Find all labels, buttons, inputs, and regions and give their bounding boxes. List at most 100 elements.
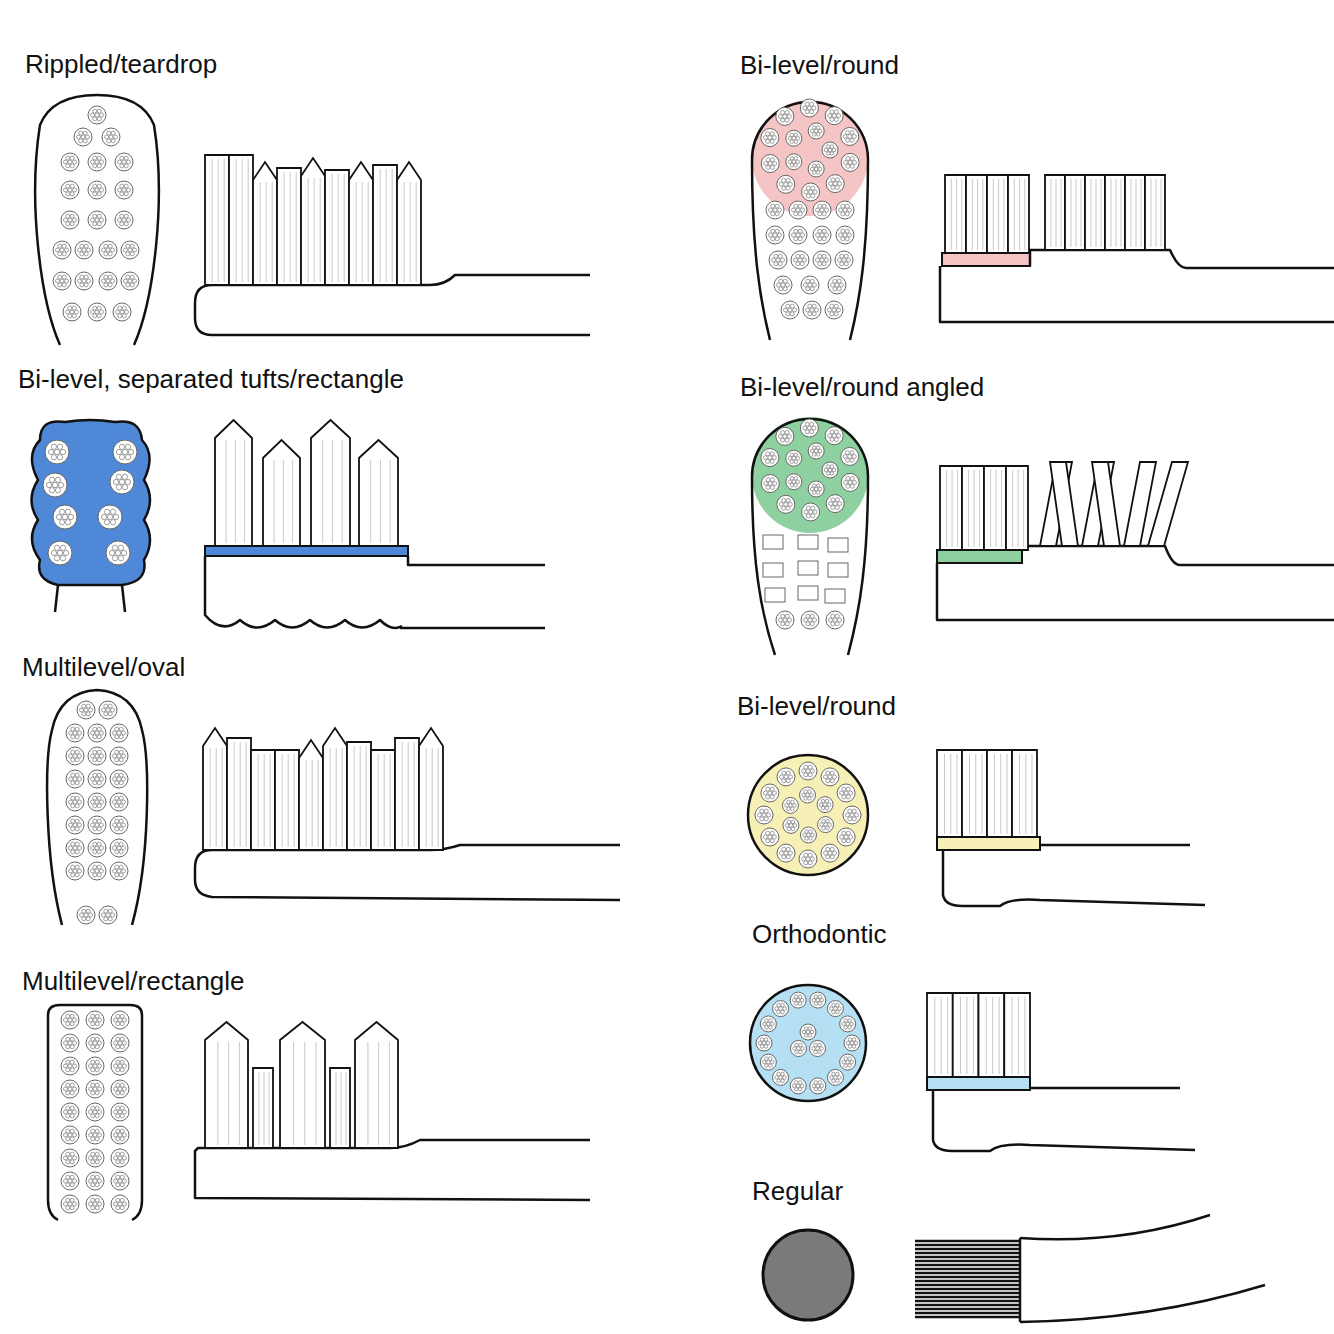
- tuft-filament: [58, 252, 62, 256]
- tuft-filament: [51, 550, 56, 555]
- tuft-filament: [91, 754, 95, 758]
- tuft-filament: [91, 1045, 95, 1049]
- bristle-texture: [386, 169, 387, 282]
- tuft-filament: [797, 1047, 801, 1051]
- tuft-filament: [848, 1045, 852, 1049]
- black-bristle: [915, 1304, 1020, 1307]
- tuft-filament: [800, 254, 804, 258]
- tuft-filament: [66, 1060, 70, 1064]
- tuft-filament: [819, 803, 823, 807]
- bristle-column: [253, 1068, 273, 1148]
- tuft-filament: [95, 1183, 99, 1187]
- tuft-filament: [91, 731, 95, 735]
- tuft-filament: [839, 208, 843, 212]
- tuft-filament: [811, 514, 815, 518]
- bristle-tuft: [88, 303, 106, 321]
- bristle-texture: [294, 754, 295, 847]
- tuft-filament: [762, 813, 766, 817]
- tuft-ring: [802, 183, 820, 201]
- tuft-filament: [770, 452, 774, 456]
- tuft-filament: [840, 283, 844, 287]
- tuft-ring: [45, 440, 69, 464]
- tuft-filament: [78, 248, 82, 252]
- tuft-filament: [810, 614, 814, 618]
- tuft-ring: [111, 1011, 129, 1029]
- tuft-filament: [841, 204, 845, 208]
- tuft-filament: [116, 1083, 120, 1087]
- tuft-filament: [835, 186, 839, 190]
- tuft-filament: [93, 1110, 97, 1114]
- tuft-filament: [837, 287, 841, 291]
- tuft-ring: [61, 1126, 79, 1144]
- bristle-tuft: [115, 153, 133, 171]
- tuft-filament: [84, 913, 88, 917]
- tuft-ring: [791, 251, 809, 269]
- bristle-tuft: [61, 1057, 79, 1075]
- tuft-filament: [71, 850, 75, 854]
- tuft-filament: [778, 208, 782, 212]
- tuft-filament: [798, 258, 802, 262]
- bristle-texture: [248, 159, 249, 282]
- tuft-filament: [60, 279, 64, 283]
- tuft-filament: [798, 1081, 802, 1085]
- tuft-ring: [825, 301, 843, 319]
- bristle-texture: [320, 178, 321, 282]
- tuft-filament: [837, 308, 841, 312]
- tuft-filament: [59, 520, 64, 525]
- bilevel-round-angled-brush: [752, 417, 1334, 655]
- tuft-filament: [71, 750, 75, 754]
- bristle-tuft: [761, 155, 779, 173]
- brush-outline: [47, 690, 147, 925]
- bristle-tuft: [61, 153, 79, 171]
- bristle-tuft: [77, 701, 95, 719]
- bristle-outline: [1085, 175, 1105, 250]
- bristle-texture: [239, 1042, 240, 1145]
- tuft-filament: [114, 1156, 118, 1160]
- black-bristle: [915, 1300, 1020, 1303]
- bristle-texture: [416, 182, 417, 282]
- tuft-filament: [790, 140, 794, 144]
- tuft-ring: [106, 541, 130, 565]
- bristle-texture: [1141, 179, 1142, 247]
- tuft-filament: [846, 787, 850, 791]
- tuft-filament: [832, 1079, 836, 1083]
- tuft-filament: [120, 1106, 124, 1110]
- tuft-filament: [790, 157, 794, 161]
- tuft-filament: [100, 188, 104, 192]
- tuft-filament: [78, 846, 82, 850]
- tuft-filament: [106, 248, 110, 252]
- tuft-ring: [843, 806, 861, 824]
- bristle-tuft: [825, 107, 843, 125]
- bristle-tuft: [111, 1195, 129, 1213]
- bristle-tuft: [88, 106, 106, 124]
- tuft-filament: [777, 1079, 781, 1083]
- black-bristle: [915, 1248, 1020, 1251]
- tuft-rectangle: [825, 589, 845, 603]
- tuft-filament: [73, 1202, 77, 1206]
- bristle-tuft: [837, 784, 855, 802]
- tuft-ring: [800, 1024, 816, 1040]
- tuft-filament: [68, 314, 72, 318]
- tuft-filament: [796, 233, 800, 237]
- tuft-filament: [782, 506, 786, 510]
- bristle-tuft: [106, 541, 130, 565]
- tuft-filament: [808, 304, 812, 308]
- tuft-filament: [831, 622, 835, 626]
- tuft-ring: [86, 1080, 104, 1098]
- tuft-filament: [767, 1060, 771, 1064]
- tuft-filament: [771, 212, 775, 216]
- tuft-filament: [98, 1018, 102, 1022]
- tuft-ring: [111, 1172, 129, 1190]
- bristle-texture: [318, 760, 319, 847]
- tuft-filament: [808, 861, 812, 865]
- tuft-filament: [779, 279, 783, 283]
- brush-outline: [752, 419, 868, 655]
- tuft-filament: [93, 781, 97, 785]
- tuft-filament: [120, 1060, 124, 1064]
- bristle-column: [397, 162, 421, 285]
- brush-outline: [933, 1090, 1195, 1151]
- tuft-filament: [841, 229, 845, 233]
- tuft-ring: [821, 844, 839, 862]
- tuft-filament: [75, 827, 79, 831]
- tuft-filament: [82, 279, 86, 283]
